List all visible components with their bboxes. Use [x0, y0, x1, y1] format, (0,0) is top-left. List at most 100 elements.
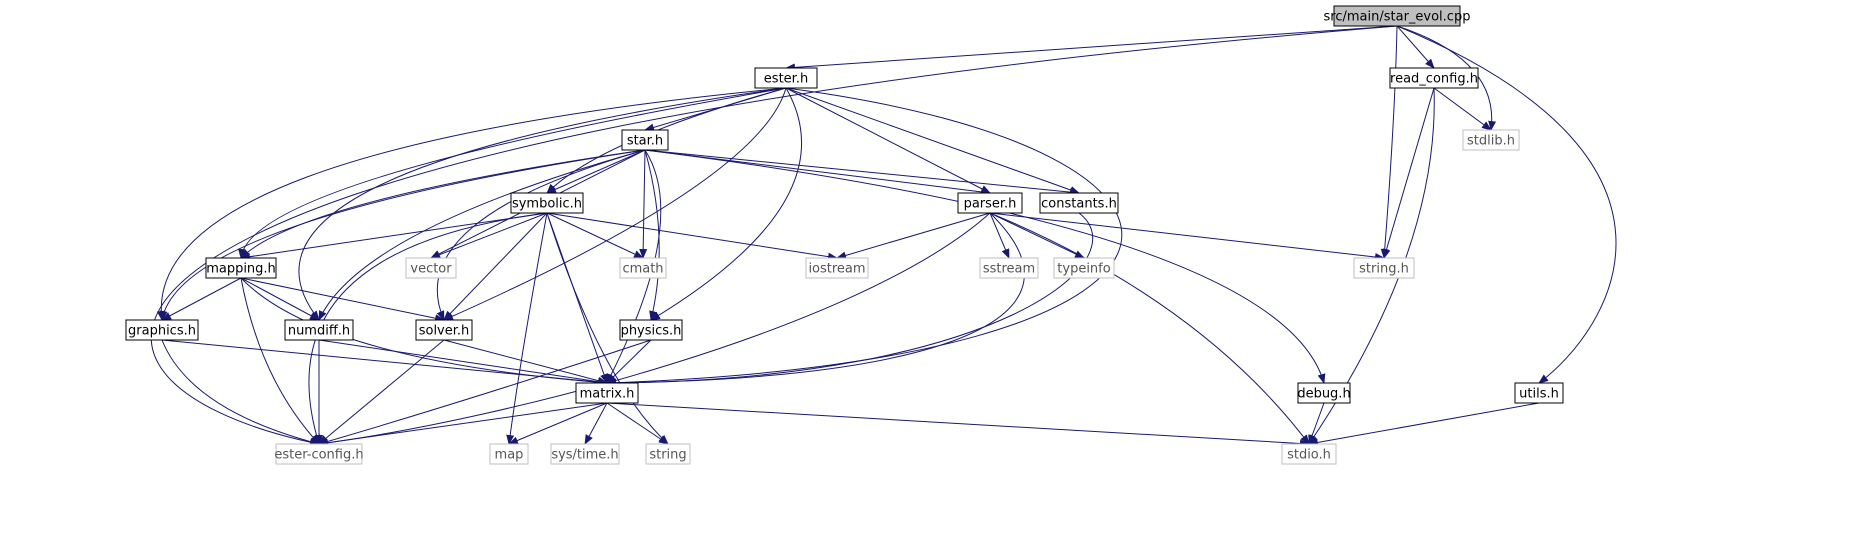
edge-star-h-to-mapping-h [240, 149, 646, 259]
node-constants-h[interactable]: constants.h [1039, 192, 1119, 214]
edge-ester-h-to-mapping-h [238, 87, 787, 259]
node-label: cmath [622, 262, 663, 277]
node-label: constants.h [1041, 197, 1117, 212]
node-box [979, 257, 1039, 279]
edge-graphics-h-to-ester-config-h [161, 339, 320, 446]
edge-parser-h-to-ester-config-h [318, 212, 991, 447]
edge-star-h-to-numdiff-h [318, 149, 646, 321]
node-box [619, 319, 683, 341]
node-ester-h[interactable]: ester.h [754, 67, 818, 89]
edge-graphics-h-to-matrix-h [161, 339, 608, 387]
edge-symbolic-h-to-matrix-h [546, 212, 608, 384]
edge-star-h-to-symbolic-h [546, 149, 646, 194]
edge-symbolic-h-to-mapping-h [240, 212, 548, 261]
node-cmath: cmath [619, 257, 667, 279]
node-stdlib-h: stdlib.h [1462, 129, 1520, 151]
node-label: numdiff.h [288, 324, 350, 339]
edge-symbolic-h-to-map [506, 212, 548, 445]
node-solver-h[interactable]: solver.h [415, 319, 473, 341]
edge-ester-h-to-physics-h [650, 87, 802, 321]
edge-utils-h-to-stdio-h [1308, 402, 1540, 447]
node-label: string.h [1359, 262, 1409, 277]
node-box [645, 443, 691, 465]
edge-physics-h-to-matrix-h [606, 339, 652, 384]
edge-ester-h-to-solver-h [443, 87, 787, 321]
edge-star-h-to-physics-h [644, 149, 660, 321]
edge-star-h-to-constants-h [644, 149, 1080, 197]
node-box [275, 443, 363, 465]
node-label: stdio.h [1287, 448, 1331, 463]
node-vector: vector [405, 257, 457, 279]
node-box [510, 192, 584, 214]
node-graphics-h[interactable]: graphics.h [125, 319, 199, 341]
edge-parser-h-to-sstream [989, 212, 1010, 259]
edge-symbolic-h-to-ester-config-h [308, 212, 548, 445]
edge-star-h-to-matrix-h [606, 149, 662, 384]
edge-ester-h-to-matrix-h [606, 87, 1123, 387]
edge-parser-h-to-string-h [989, 212, 1385, 261]
edge-symbolic-h-to-solver-h [443, 212, 548, 321]
node-sstream: sstream [979, 257, 1039, 279]
node-label: solver.h [419, 324, 470, 339]
edge-star-evol-to-utils-h [1396, 25, 1617, 384]
edge-parser-h-to-matrix-h [606, 212, 1025, 387]
edge-numdiff-h-to-matrix-h [318, 339, 608, 386]
node-mapping-h[interactable]: mapping.h [205, 257, 277, 279]
node-box [415, 319, 473, 341]
node-box [1514, 382, 1564, 404]
node-box [405, 257, 457, 279]
node-symbolic-h[interactable]: symbolic.h [510, 192, 584, 214]
edge-ester-h-to-numdiff-h [298, 87, 787, 321]
node-star-evol[interactable]: src/main/star_evol.cpp [1324, 5, 1471, 27]
node-star-h[interactable]: star.h [621, 129, 669, 151]
node-sys-time-h: sys/time.h [550, 443, 620, 465]
node-label: mapping.h [206, 262, 276, 277]
node-label: typeinfo [1057, 262, 1110, 277]
node-read-config-h[interactable]: read_config.h [1389, 67, 1479, 89]
node-label: debug.h [1297, 387, 1350, 402]
edge-physics-h-to-ester-config-h [318, 339, 652, 446]
node-stdio-h: stdio.h [1281, 443, 1337, 465]
node-iostream: iostream [805, 257, 869, 279]
edge-mapping-h-to-numdiff-h [240, 277, 320, 321]
node-box [489, 443, 529, 465]
edge-star-h-to-graphics-h [159, 149, 646, 321]
node-layer: src/main/star_evol.cpp ester.h read_config… [125, 5, 1564, 465]
node-string: string [645, 443, 691, 465]
node-parser-h[interactable]: parser.h [957, 192, 1023, 214]
edge-mapping-h-to-ester-config-h [240, 277, 320, 445]
node-label: sstream [983, 262, 1035, 277]
node-physics-h[interactable]: physics.h [619, 319, 683, 341]
node-utils-h[interactable]: utils.h [1514, 382, 1564, 404]
node-matrix-h[interactable]: matrix.h [575, 382, 639, 404]
node-box [575, 382, 639, 404]
node-map: map [489, 443, 529, 465]
node-label: stdlib.h [1467, 134, 1515, 149]
node-box [1281, 443, 1337, 465]
node-numdiff-h[interactable]: numdiff.h [284, 319, 354, 341]
edge-matrix-h-to-ester-config-h [318, 402, 608, 447]
edge-star-evol-to-ester-config-h [150, 25, 1398, 447]
node-label: string [649, 448, 686, 463]
node-box [957, 192, 1023, 214]
node-box [284, 319, 354, 341]
node-label: ester.h [764, 72, 808, 87]
node-box [550, 443, 620, 465]
node-box [1333, 5, 1461, 27]
edge-mapping-h-to-graphics-h [161, 277, 242, 321]
node-label: physics.h [621, 324, 682, 339]
edge-matrix-h-to-string [606, 402, 669, 445]
node-ester-config-h: ester-config.h [274, 443, 364, 465]
edge-solver-h-to-ester-config-h [318, 339, 445, 445]
node-debug-h[interactable]: debug.h [1297, 382, 1351, 404]
edge-star-h-to-cmath [639, 149, 648, 259]
edge-constants-h-to-matrix-h [606, 212, 1094, 387]
edge-symbolic-h-to-iostream [546, 212, 838, 261]
node-box [1039, 192, 1119, 214]
node-box [125, 319, 199, 341]
edge-layer [150, 25, 1617, 448]
edge-parser-h-to-typeinfo [989, 212, 1085, 259]
node-label: utils.h [1519, 387, 1559, 402]
node-box [1297, 382, 1351, 404]
